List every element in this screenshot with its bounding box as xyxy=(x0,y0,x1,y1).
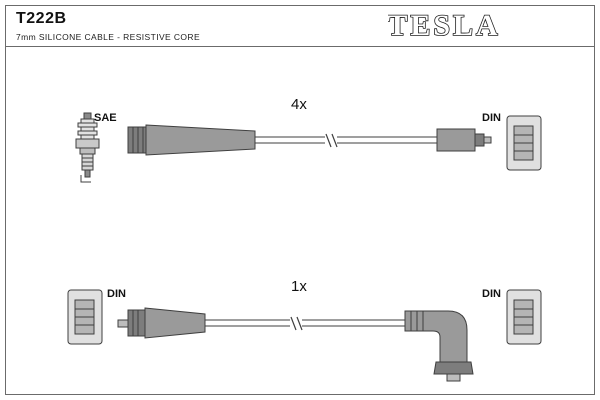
spark-plug-icon xyxy=(75,112,100,183)
din-socket-block-bottom-right xyxy=(506,289,542,345)
sae-boot xyxy=(127,124,256,156)
right-angle-boot xyxy=(404,310,474,382)
assembly2-left-connector-label: DIN xyxy=(107,288,126,300)
header-divider xyxy=(5,46,595,47)
tesla-logo: TESLA xyxy=(388,8,500,43)
tesla-logo-text: TESLA xyxy=(388,9,500,42)
cable-spec-subtitle: 7mm SILICONE CABLE - RESISTIVE CORE xyxy=(16,32,201,42)
assembly2-quantity: 1x xyxy=(291,278,307,295)
din-socket-block-top-right xyxy=(506,115,542,171)
assembly2-right-connector-label: DIN xyxy=(482,288,501,300)
assembly1-right-connector-label: DIN xyxy=(482,112,501,124)
din-socket-block-bottom-left xyxy=(67,289,103,345)
assembly1-quantity: 4x xyxy=(291,96,307,113)
part-number: T222B xyxy=(16,10,67,27)
din-boot-bottom-left xyxy=(117,307,206,339)
cable-wire-top xyxy=(254,132,438,148)
cable-wire-bottom xyxy=(204,315,406,331)
assembly1-left-connector-label: SAE xyxy=(94,112,117,124)
din-plug-top xyxy=(436,128,492,152)
